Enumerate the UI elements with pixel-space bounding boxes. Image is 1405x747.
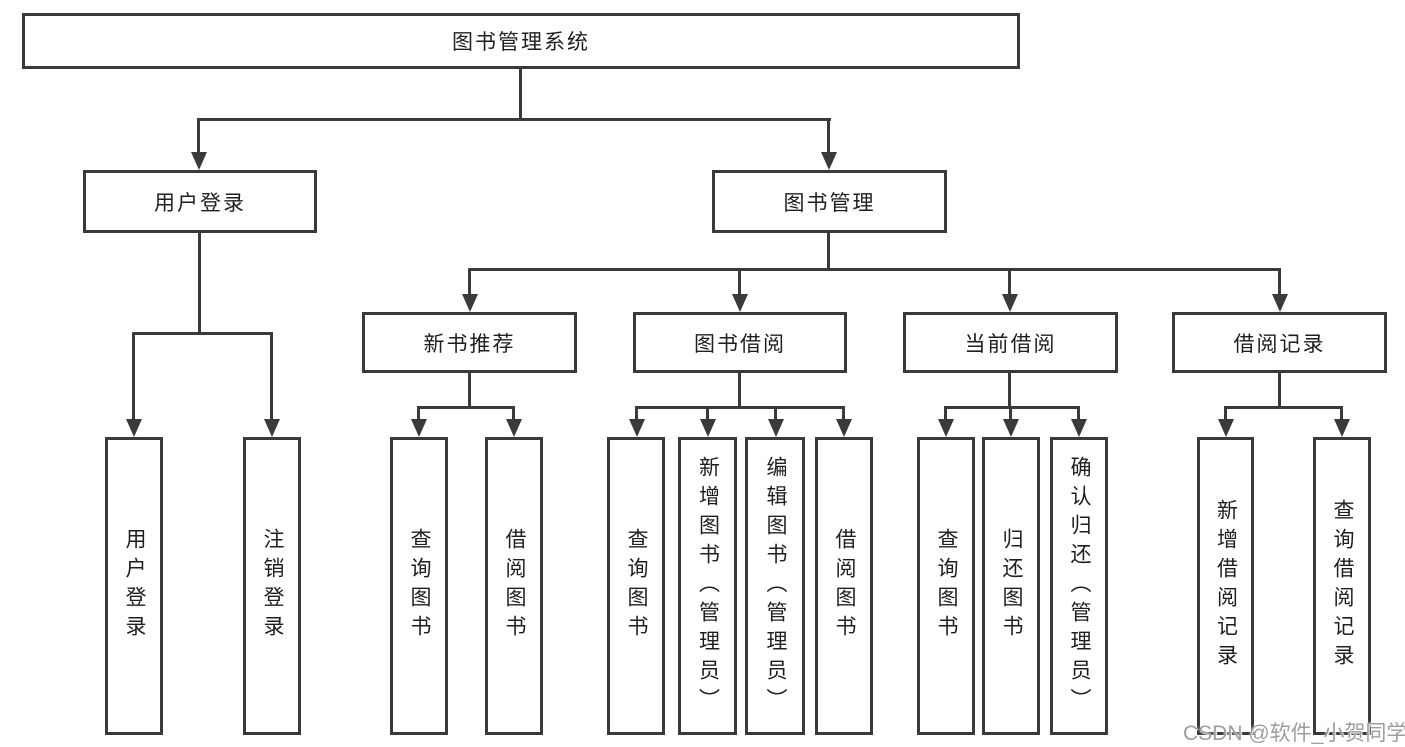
edge-line	[468, 373, 471, 409]
edge-line	[417, 406, 515, 409]
edge-line	[132, 332, 135, 421]
arrowhead-down-icon	[1002, 294, 1018, 312]
edge-line	[944, 406, 1080, 409]
node-label: 借阅图书	[503, 528, 526, 644]
leaf-query-books-recommend: 查询图书	[390, 437, 448, 735]
node-label: 注销登录	[261, 528, 284, 644]
arrowhead-down-icon	[506, 419, 522, 437]
node-label: 图书借阅	[694, 332, 786, 356]
node-label: 借阅图书	[833, 528, 856, 644]
edge-line	[198, 233, 201, 335]
edge-line	[1278, 373, 1281, 409]
leaf-confirm-return-admin: 确认归还（管理员）	[1050, 437, 1108, 735]
edge-line	[197, 118, 831, 121]
node-label: 新增图书（管理员）	[696, 455, 720, 717]
node-label: 用户登录	[154, 191, 246, 215]
arrowhead-down-icon	[126, 419, 142, 437]
edge-line	[1008, 268, 1011, 296]
arrowhead-down-icon	[732, 294, 748, 312]
edge-line	[512, 406, 515, 421]
node-label: 查询图书	[935, 528, 958, 644]
arrowhead-down-icon	[938, 419, 954, 437]
leaf-borrow-books-borrowing: 借阅图书	[815, 437, 873, 735]
arrowhead-down-icon	[264, 419, 280, 437]
edge-line	[417, 406, 420, 421]
edge-line	[774, 406, 777, 421]
arrowhead-down-icon	[462, 294, 478, 312]
arrowhead-down-icon	[411, 419, 427, 437]
edge-line	[944, 406, 947, 421]
csdn-watermark: CSDN @软件_小贺同学	[1183, 722, 1405, 745]
edge-line	[842, 406, 845, 421]
leaf-user-login: 用户登录	[105, 437, 163, 735]
edge-line	[635, 406, 845, 409]
edge-line	[706, 406, 709, 421]
leaf-query-books-current: 查询图书	[917, 437, 975, 735]
node-label: 用户登录	[123, 528, 146, 644]
edge-line	[827, 233, 830, 271]
edge-line	[738, 373, 741, 409]
edge-line	[635, 406, 638, 421]
edge-line	[132, 332, 273, 335]
node-label: 图书管理系统	[452, 31, 590, 54]
node-label: 借阅记录	[1233, 332, 1326, 356]
node-label: 当前借阅	[964, 332, 1057, 356]
edge-line	[1008, 373, 1011, 409]
node-user-login-branch: 用户登录	[83, 170, 317, 233]
node-label: 编辑图书（管理员）	[764, 455, 787, 717]
node-label: 图书管理	[783, 191, 876, 215]
node-label: 查询图书	[625, 528, 648, 644]
edge-line	[1009, 406, 1012, 421]
arrowhead-down-icon	[1071, 419, 1087, 437]
edge-line	[1224, 406, 1343, 409]
arrowhead-down-icon	[1334, 419, 1350, 437]
node-label: 新书推荐	[423, 332, 516, 356]
arrowhead-down-icon	[1218, 419, 1234, 437]
leaf-query-books-borrowing: 查询图书	[607, 437, 665, 735]
arrowhead-down-icon	[821, 152, 837, 170]
arrowhead-down-icon	[191, 152, 207, 170]
edge-line	[197, 118, 200, 154]
edge-line	[1278, 268, 1281, 296]
node-book-management-branch: 图书管理	[712, 170, 947, 233]
edge-line	[270, 332, 273, 421]
leaf-edit-book-admin: 编辑图书（管理员）	[745, 437, 805, 735]
edge-line	[827, 118, 830, 154]
node-borrowing-records: 借阅记录	[1172, 312, 1387, 373]
leaf-add-borrow-record: 新增借阅记录	[1197, 437, 1254, 735]
arrowhead-down-icon	[700, 419, 716, 437]
arrowhead-down-icon	[1003, 419, 1019, 437]
arrowhead-down-icon	[629, 419, 645, 437]
node-label: 新增借阅记录	[1214, 499, 1238, 673]
node-label: 确认归还（管理员）	[1068, 455, 1091, 717]
arrowhead-down-icon	[768, 419, 784, 437]
node-label: 查询借阅记录	[1331, 499, 1354, 673]
edge-line	[468, 268, 1281, 271]
edge-line	[1077, 406, 1080, 421]
arrowhead-down-icon	[836, 419, 852, 437]
node-new-book-recommend: 新书推荐	[362, 312, 577, 373]
node-label: 查询图书	[408, 528, 431, 644]
node-root-library-system: 图书管理系统	[22, 13, 1020, 69]
leaf-add-book-admin: 新增图书（管理员）	[678, 437, 737, 735]
leaf-logout: 注销登录	[243, 437, 301, 735]
arrowhead-down-icon	[1272, 294, 1288, 312]
edge-line	[738, 268, 741, 296]
leaf-return-book: 归还图书	[982, 437, 1040, 735]
edge-line	[519, 69, 522, 121]
leaf-borrow-books-recommend: 借阅图书	[485, 437, 543, 735]
leaf-query-borrow-record: 查询借阅记录	[1313, 437, 1371, 735]
node-book-borrowing: 图书借阅	[633, 312, 847, 373]
edge-line	[1340, 406, 1343, 421]
node-label: 归还图书	[1000, 528, 1023, 644]
edge-line	[468, 268, 471, 296]
edge-line	[1224, 406, 1227, 421]
node-current-borrowing: 当前借阅	[903, 312, 1118, 373]
